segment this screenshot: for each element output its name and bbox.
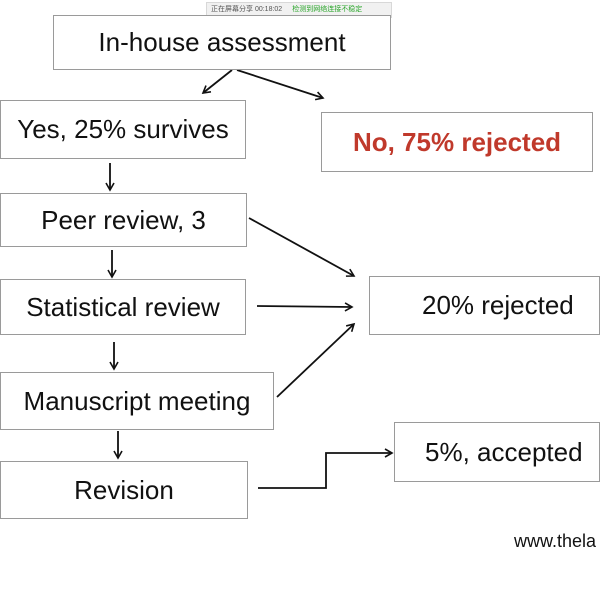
arrow-revision-to-accepted	[258, 448, 394, 489]
node-statistical-review: Statistical review	[0, 279, 246, 335]
node-revision: Revision	[0, 461, 248, 519]
node-manuscript-meeting: Manuscript meeting	[0, 372, 274, 430]
arrow-stat-to-20	[256, 302, 354, 312]
arrow-assessment-to-yes	[201, 69, 233, 95]
arrow-assessment-to-no	[236, 69, 325, 101]
node-label: Yes, 25% survives	[17, 114, 229, 144]
node-yes-survives: Yes, 25% survives	[0, 100, 246, 159]
network-status-text: 检测到网络连接不稳定	[292, 6, 363, 13]
node-label: In-house assessment	[98, 27, 346, 57]
node-no-rejected: No, 75% rejected	[321, 112, 593, 172]
node-20-rejected: 20% rejected	[369, 276, 600, 335]
node-label: Peer review, 3	[41, 204, 206, 235]
arrow-peer-to-20	[248, 217, 356, 277]
node-label: 5%, accepted	[425, 436, 583, 467]
node-label: Revision	[74, 474, 174, 505]
website-url-text: www.thela	[514, 531, 597, 551]
share-timer-text: 正在屏幕分享 00:18:02	[211, 6, 283, 13]
node-label: Statistical review	[26, 291, 220, 322]
node-in-house-assessment: In-house assessment	[53, 15, 391, 70]
node-label: 20% rejected	[422, 290, 574, 320]
node-peer-review: Peer review, 3	[0, 193, 247, 247]
arrow-meeting-to-20	[276, 322, 356, 398]
node-label: No, 75% rejected	[352, 126, 562, 157]
node-label: Manuscript meeting	[23, 385, 251, 416]
node-5-accepted: 5%, accepted	[394, 422, 600, 482]
